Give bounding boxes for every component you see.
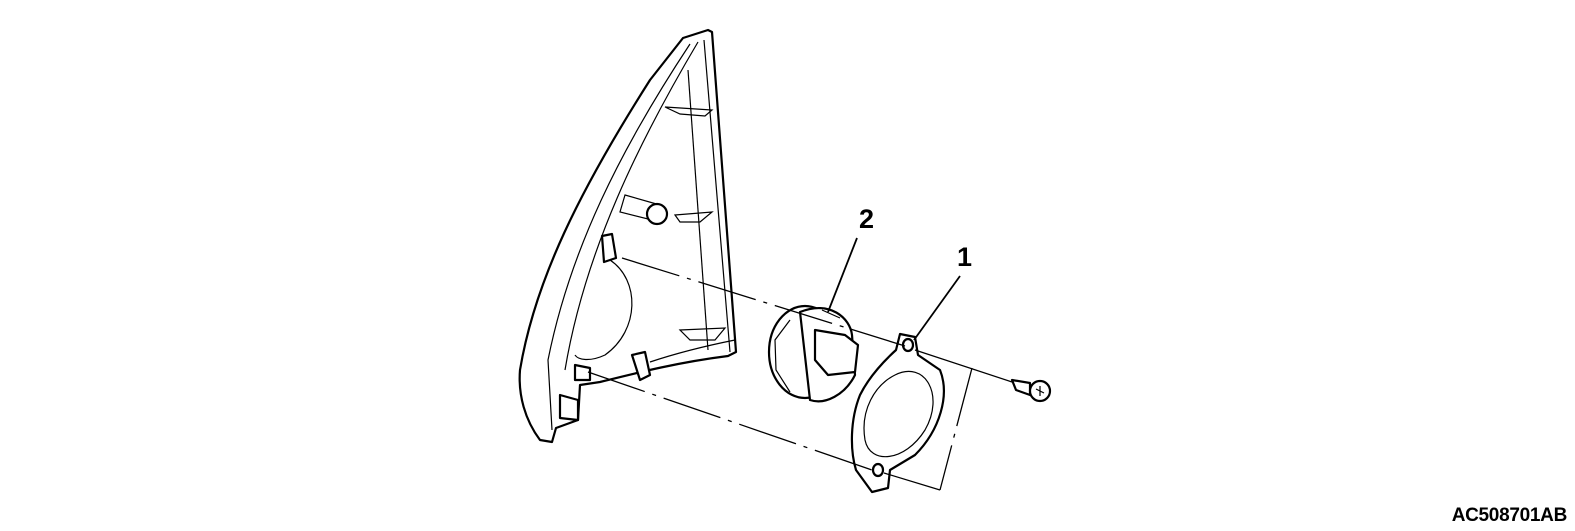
speaker <box>767 304 860 403</box>
trim-panel <box>518 28 738 444</box>
screw <box>1010 378 1052 403</box>
figure-code: AC508701AB <box>1451 505 1568 526</box>
alignment-line-lower <box>587 371 873 471</box>
gasket <box>850 332 945 494</box>
alignment-line-bracket <box>883 472 941 491</box>
callout-part-2: 2 <box>859 204 875 234</box>
alignment-line-screw <box>914 349 1013 383</box>
alignment-line-upper <box>621 257 906 347</box>
leader-line-1 <box>913 275 961 341</box>
leader-line-2 <box>827 237 858 313</box>
alignment-line-vertical <box>939 367 973 491</box>
callout-part-1: 1 <box>957 242 973 272</box>
